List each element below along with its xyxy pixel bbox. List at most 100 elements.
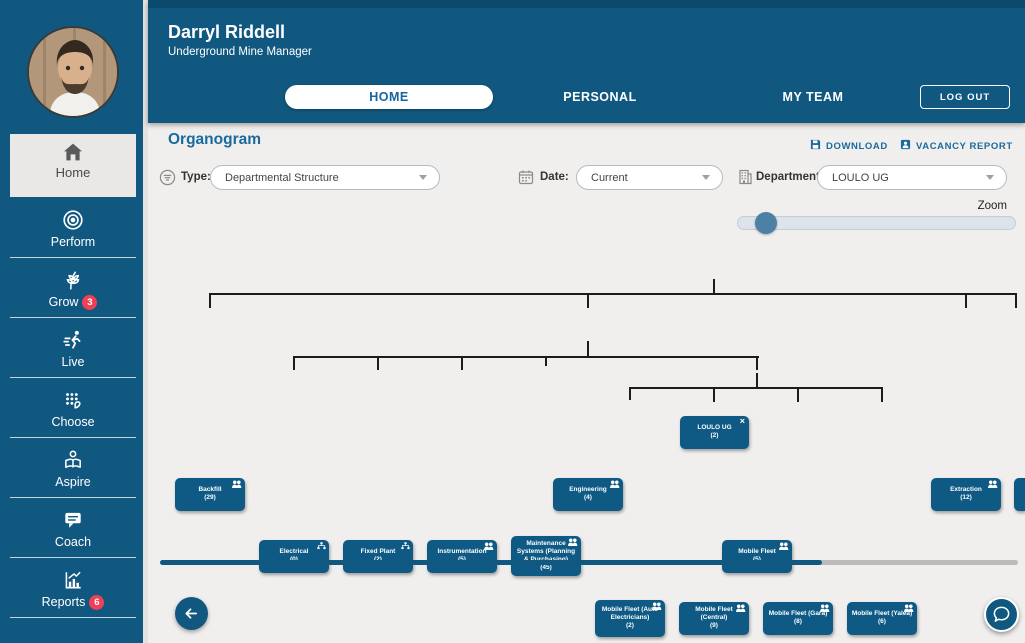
sidebar-divider: [10, 377, 136, 378]
sidebar-item-label: Home: [55, 165, 91, 180]
people-icon: [483, 542, 494, 550]
sidebar-divider: [10, 437, 136, 438]
connector: [209, 293, 211, 308]
sidebar-divider: [10, 557, 136, 558]
chevron-down-icon: [986, 175, 994, 180]
department-label: Department:: [756, 171, 824, 183]
people-icon: [778, 542, 789, 550]
org-node-electrical[interactable]: Electrical (0): [259, 540, 329, 573]
org-node-mobile-fleet-auto-electricians[interactable]: Mobile Fleet (Auto Electricians) (2): [595, 600, 665, 637]
user-role: Underground Mine Manager: [168, 46, 312, 58]
connector: [545, 356, 547, 366]
target-icon: [10, 209, 136, 233]
sidebar-divider: [10, 497, 136, 498]
sidebar-divider: [10, 257, 136, 258]
tab-personal[interactable]: PERSONAL: [563, 90, 637, 104]
building-icon: [737, 169, 753, 190]
sidebar-item-coach[interactable]: Coach: [10, 503, 136, 559]
sidebar-item-label: Perform: [50, 235, 96, 249]
connector: [293, 356, 759, 358]
department-dropdown[interactable]: LOULO UG: [817, 165, 1007, 190]
org-node-instrumentation[interactable]: Instrumentation (5): [427, 540, 497, 573]
type-dropdown[interactable]: Departmental Structure: [210, 165, 440, 190]
connector: [587, 341, 589, 356]
zoom-label: Zoom: [977, 200, 1007, 212]
close-icon[interactable]: ×: [739, 416, 745, 426]
content: Organogram DOWNLOAD VACANCY REPORT Type:…: [148, 123, 1025, 643]
people-icon: [651, 602, 662, 610]
filter-icon: [159, 169, 176, 191]
sidebar-item-live[interactable]: Live: [10, 323, 136, 379]
vacancy-icon: [900, 139, 911, 153]
org-chart: × LOULO UG (2) Backfill (29) Engineering…: [148, 246, 1025, 637]
person-book-icon: [10, 449, 136, 473]
people-icon: [903, 604, 914, 612]
dots-hand-icon: [10, 389, 136, 413]
page-title: Organogram: [168, 131, 262, 148]
download-icon: [810, 139, 821, 153]
org-node-mobile-fleet[interactable]: Mobile Fleet (5): [722, 540, 792, 573]
connector: [629, 387, 883, 389]
user-name: Darryl Riddell: [168, 22, 286, 42]
people-icon: [987, 480, 998, 488]
connector: [629, 387, 631, 400]
sidebar-item-choose[interactable]: Choose: [10, 383, 136, 439]
people-icon: [567, 538, 578, 546]
home-icon: [10, 140, 136, 164]
tab-home[interactable]: HOME: [285, 85, 493, 109]
calendar-icon: [518, 169, 534, 190]
download-button[interactable]: DOWNLOAD: [810, 139, 888, 153]
avatar[interactable]: [27, 26, 119, 118]
org-node-partial[interactable]: [1014, 478, 1025, 511]
sidebar-divider: [10, 317, 136, 318]
org-node-backfill[interactable]: Backfill (29): [175, 478, 245, 511]
sidebar-item-home[interactable]: Home: [10, 134, 136, 197]
type-label: Type:: [181, 171, 211, 183]
org-node-mobile-fleet-gara[interactable]: Mobile Fleet (Gara) (8): [763, 602, 833, 635]
header-top-strip: [148, 0, 1025, 8]
sidebar-item-label: Aspire: [55, 475, 91, 489]
org-node-mobile-fleet-yalea[interactable]: Mobile Fleet (Yalea) (6): [847, 602, 917, 635]
header: Darryl Riddell Underground Mine Manager …: [148, 0, 1025, 123]
people-icon: [231, 480, 242, 488]
grow-badge: 3: [82, 295, 98, 310]
main-area: Darryl Riddell Underground Mine Manager …: [148, 0, 1025, 643]
wheat-icon: [10, 269, 136, 293]
logout-button[interactable]: LOG OUT: [920, 85, 1010, 109]
zoom-slider[interactable]: [737, 212, 1016, 234]
connector: [756, 356, 758, 370]
connector: [965, 293, 967, 308]
org-node-engineering[interactable]: Engineering (4): [553, 478, 623, 511]
sidebar-item-perform[interactable]: Perform: [10, 203, 136, 259]
org-node-fixed-plant[interactable]: Fixed Plant (2): [343, 540, 413, 573]
date-dropdown[interactable]: Current: [576, 165, 723, 190]
sidebar-item-label: Coach: [54, 535, 92, 549]
runner-icon: [10, 329, 136, 353]
sidebar-item-aspire[interactable]: Aspire: [10, 443, 136, 499]
horizontal-scrollbar-thumb[interactable]: [160, 560, 822, 565]
connector: [461, 356, 463, 370]
org-node-maintenance-systems[interactable]: Maintenance Systems (Planning & Purchasi…: [511, 536, 581, 576]
org-node-loulo-ug[interactable]: × LOULO UG (2): [680, 416, 749, 449]
org-node-extraction[interactable]: Extraction (12): [931, 478, 1001, 511]
sidebar-item-label: Choose: [51, 415, 95, 429]
connector: [377, 356, 379, 370]
people-icon: [609, 480, 620, 488]
connector: [713, 387, 715, 402]
chat-button[interactable]: [984, 597, 1019, 632]
org-node-mobile-fleet-central[interactable]: Mobile Fleet (Central) (9): [679, 602, 749, 635]
sidebar-item-label: Reports: [41, 595, 86, 609]
back-button[interactable]: [175, 597, 208, 630]
zoom-slider-thumb[interactable]: [755, 212, 777, 234]
department-value: LOULO UG: [832, 171, 889, 184]
org-icon: [401, 542, 410, 550]
horizontal-scrollbar[interactable]: [160, 560, 1018, 565]
tab-my-team[interactable]: MY TEAM: [782, 90, 844, 104]
connector: [1015, 293, 1017, 308]
type-value: Departmental Structure: [225, 171, 339, 184]
vacancy-report-button[interactable]: VACANCY REPORT: [900, 139, 1013, 153]
